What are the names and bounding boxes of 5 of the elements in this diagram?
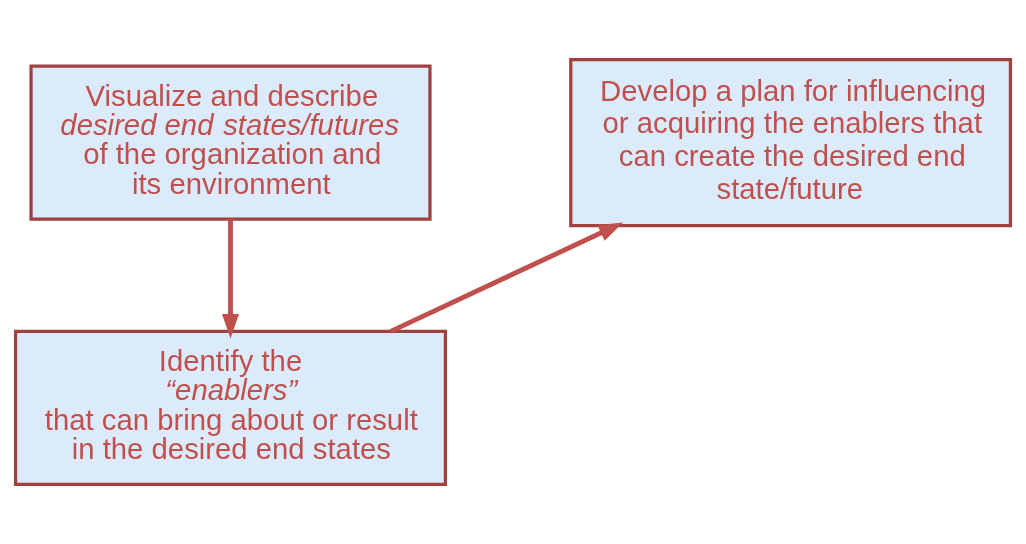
- node-box: Develop a plan for influencing or acquiring the enablers that can create the desired end state/future: [569, 57, 1013, 228]
- arrow: [221, 219, 240, 339]
- node-box: Identify the “enablers” that can bring about or result in the desired end states: [13, 329, 448, 487]
- arrow: [389, 222, 624, 334]
- node-box: Visualize and describe desired end states/futures of the organization and its environment: [29, 64, 432, 221]
